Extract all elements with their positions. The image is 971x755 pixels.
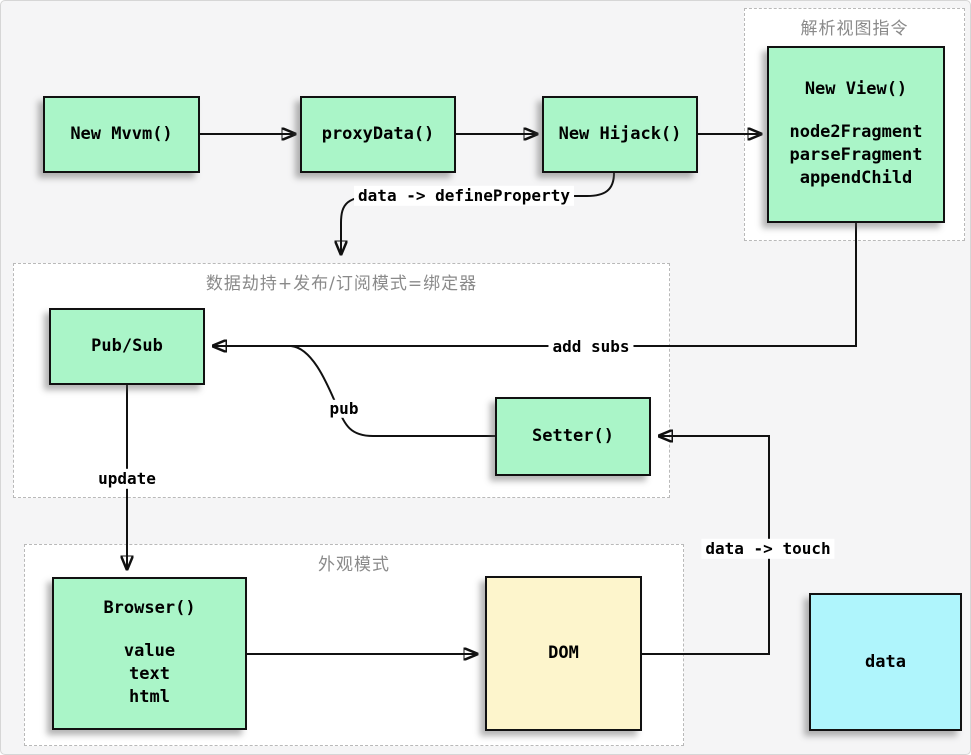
node-browser-methods: value text html: [124, 640, 175, 709]
node-browser-label: Browser(): [103, 597, 196, 618]
node-new-mvvm: New Mvvm(): [43, 96, 200, 173]
method-node2fragment: node2Fragment: [789, 122, 923, 143]
edge-label-data-touch: data -> touch: [701, 538, 835, 560]
node-data-label: data: [865, 651, 906, 672]
edge-label-define-property: data -> defineProperty: [354, 185, 574, 207]
node-new-view-methods: node2Fragment parseFragment appendChild: [789, 121, 922, 190]
method-appendchild: appendChild: [799, 168, 913, 189]
group-parse-view-label: 解析视图指令: [800, 19, 909, 39]
node-new-hijack-label: New Hijack(): [558, 124, 682, 145]
method-html: html: [129, 687, 170, 708]
node-new-mvvm-label: New Mvvm(): [70, 124, 173, 145]
node-dom: DOM: [485, 576, 642, 731]
method-value: value: [123, 641, 176, 662]
edge-label-update: update: [94, 468, 160, 490]
method-parsefragment: parseFragment: [789, 145, 923, 166]
method-text: text: [129, 664, 170, 685]
node-browser: Browser() value text html: [52, 577, 247, 730]
node-setter-label: Setter(): [532, 426, 614, 447]
group-binder-label: 数据劫持+发布/订阅模式=绑定器: [205, 274, 478, 294]
edge-label-add-subs: add subs: [548, 336, 634, 358]
group-facade-label: 外观模式: [318, 555, 390, 575]
node-new-hijack: New Hijack(): [542, 96, 698, 173]
node-new-view-label: New View(): [804, 78, 908, 99]
node-proxy-data: proxyData(): [300, 96, 456, 173]
node-setter: Setter(): [495, 397, 651, 476]
node-dom-label: DOM: [548, 643, 579, 664]
node-data: data: [809, 593, 962, 731]
node-proxy-data-label: proxyData(): [321, 124, 435, 145]
node-pub-sub-label: Pub/Sub: [91, 336, 163, 357]
node-new-view: New View() node2Fragment parseFragment a…: [767, 46, 945, 223]
edge-label-pub: pub: [327, 398, 361, 419]
node-pub-sub: Pub/Sub: [49, 308, 205, 385]
